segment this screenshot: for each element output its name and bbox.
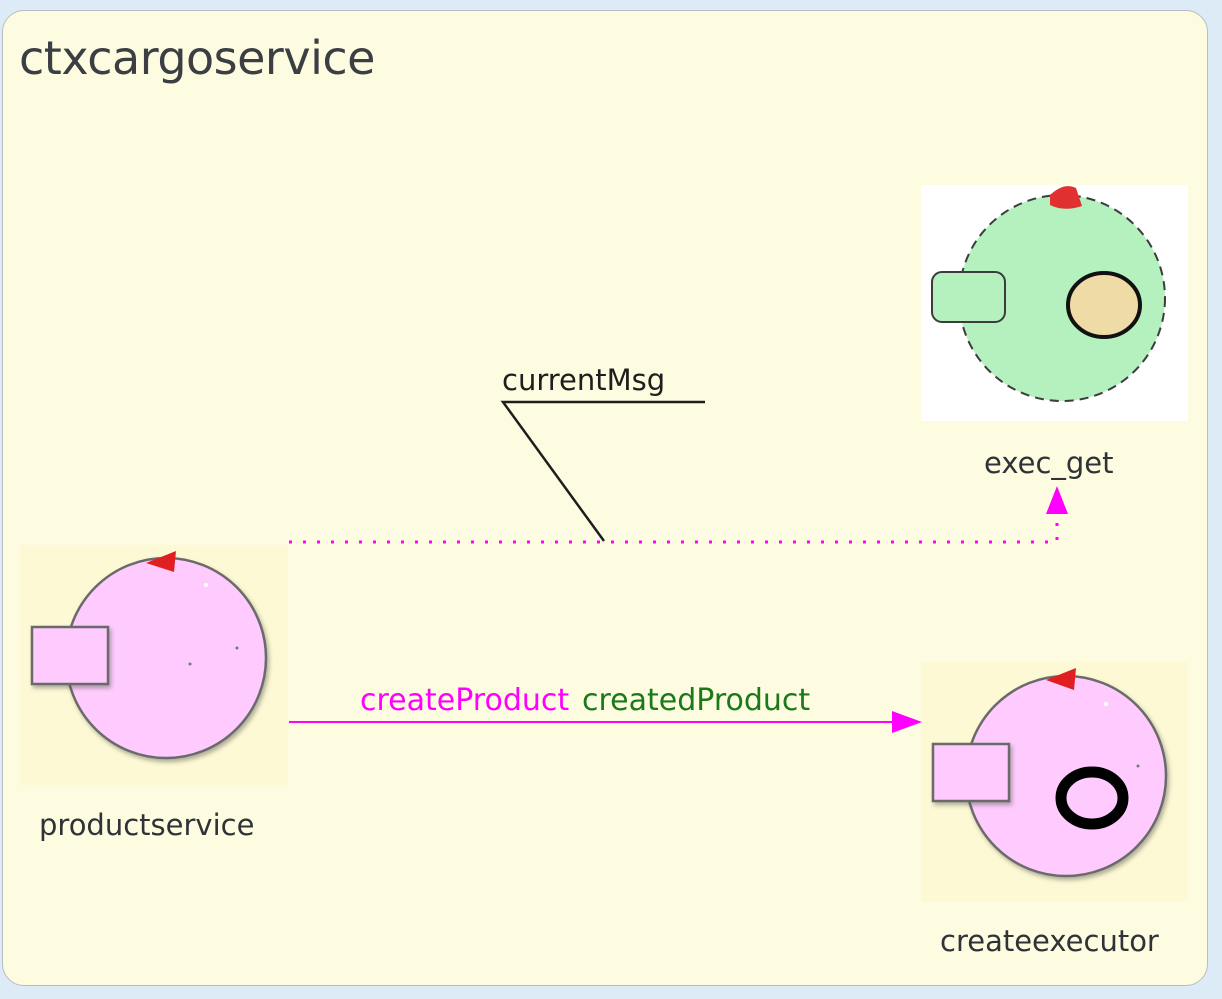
note-callout-line xyxy=(500,400,705,542)
node-label-createexecutor: createexecutor xyxy=(940,924,1159,958)
note-label: currentMsg xyxy=(502,363,665,397)
mailbox-icon xyxy=(931,742,1011,803)
highlight-dot xyxy=(1104,702,1108,706)
arrowhead-icon xyxy=(1046,486,1068,514)
state-ellipse-icon xyxy=(1066,271,1142,339)
port-triangle-icon xyxy=(1046,668,1076,690)
node-createexecutor[interactable] xyxy=(921,662,1188,902)
node-label-exec-get: exec_get xyxy=(984,446,1114,480)
mailbox-icon xyxy=(931,271,1006,323)
highlight-dot xyxy=(204,583,208,587)
port-blob-icon xyxy=(1050,186,1082,209)
node-productservice[interactable] xyxy=(20,545,288,785)
node-exec-get[interactable] xyxy=(921,185,1188,421)
arrowhead-icon xyxy=(892,711,922,733)
context-ctxcargoservice: ctxcargoservice xyxy=(2,10,1208,986)
edge-current-msg[interactable]: currentMsg xyxy=(289,363,1068,544)
edge-dotted-line xyxy=(289,505,1059,544)
edge-reply-label: createdProduct xyxy=(582,683,810,718)
detail-dot xyxy=(1136,764,1140,768)
node-label-productservice: productservice xyxy=(39,808,255,842)
detail-dot xyxy=(188,662,192,666)
edge-request-label: createProduct xyxy=(360,683,569,718)
detail-dot xyxy=(235,646,239,650)
mailbox-icon xyxy=(30,625,110,686)
ring-icon xyxy=(1055,766,1129,830)
context-title: ctxcargoservice xyxy=(19,31,375,85)
port-triangle-icon xyxy=(146,551,176,572)
edge-createproduct[interactable]: createProduct createdProduct xyxy=(289,683,922,733)
